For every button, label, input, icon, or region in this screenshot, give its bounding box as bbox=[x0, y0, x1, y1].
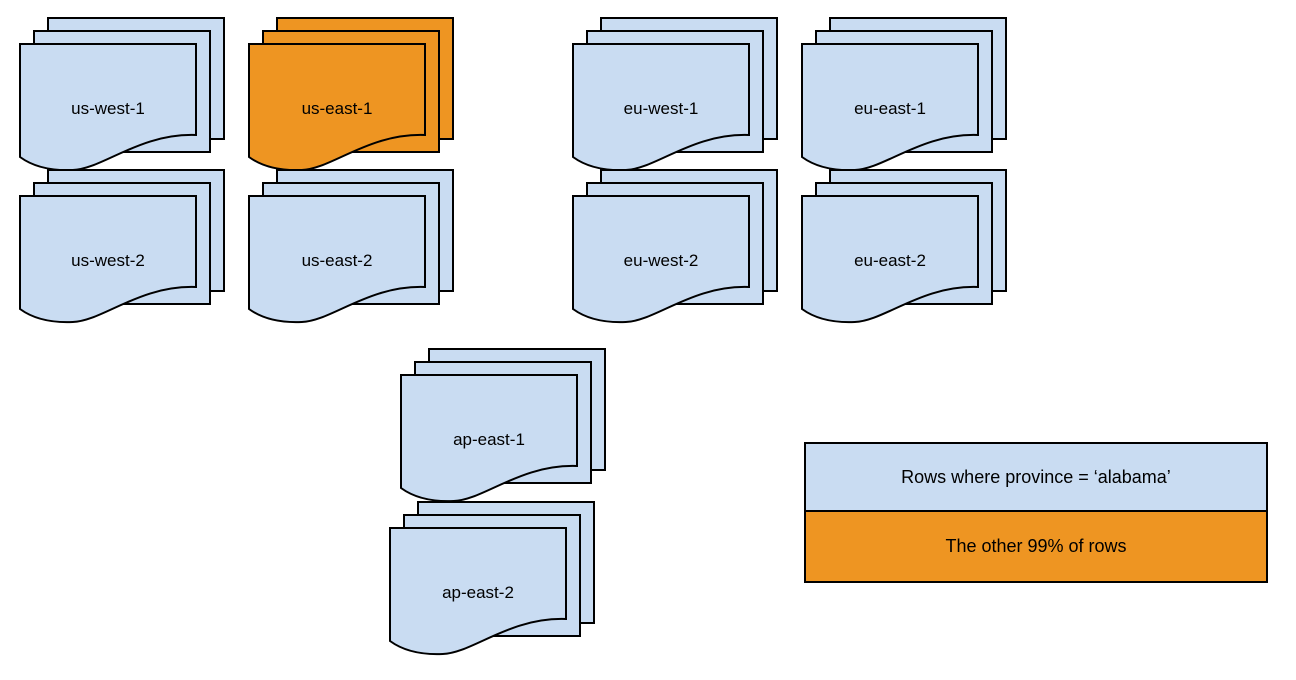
legend-row-alabama-rows: Rows where province = ‘alabama’ bbox=[806, 444, 1266, 512]
stack-shape-ap-east-1 bbox=[400, 348, 606, 503]
stack-sheet-front bbox=[19, 195, 197, 324]
stack-sheet-front bbox=[19, 43, 197, 172]
stack-sheet-front bbox=[400, 374, 578, 503]
region-stack-ap-east-2[interactable]: ap-east-2 bbox=[389, 501, 595, 661]
region-stack-us-east-2[interactable]: us-east-2 bbox=[248, 169, 454, 329]
region-stack-eu-west-1[interactable]: eu-west-1 bbox=[572, 17, 778, 177]
stack-sheet-front bbox=[801, 43, 979, 172]
stack-shape-us-west-1 bbox=[19, 17, 225, 172]
stack-shape-ap-east-2 bbox=[389, 501, 595, 656]
stack-shape-us-west-2 bbox=[19, 169, 225, 324]
stack-shape-us-east-1 bbox=[248, 17, 454, 172]
region-stack-ap-east-1[interactable]: ap-east-1 bbox=[400, 348, 606, 508]
stack-sheet-front bbox=[389, 527, 567, 656]
region-stack-us-east-1[interactable]: us-east-1 bbox=[248, 17, 454, 177]
stack-sheet-front bbox=[248, 43, 426, 172]
region-stack-us-west-2[interactable]: us-west-2 bbox=[19, 169, 225, 329]
region-stack-eu-east-1[interactable]: eu-east-1 bbox=[801, 17, 1007, 177]
stack-shape-eu-west-1 bbox=[572, 17, 778, 172]
legend: Rows where province = ‘alabama’ The other… bbox=[804, 442, 1268, 583]
legend-row-other-rows: The other 99% of rows bbox=[806, 512, 1266, 581]
stack-sheet-front bbox=[801, 195, 979, 324]
stack-shape-us-east-2 bbox=[248, 169, 454, 324]
stack-shape-eu-east-2 bbox=[801, 169, 1007, 324]
region-stack-eu-east-2[interactable]: eu-east-2 bbox=[801, 169, 1007, 329]
stack-sheet-front bbox=[248, 195, 426, 324]
stack-shape-eu-east-1 bbox=[801, 17, 1007, 172]
stack-sheet-front bbox=[572, 195, 750, 324]
legend-row-label: Rows where province = ‘alabama’ bbox=[901, 466, 1171, 487]
stack-shape-eu-west-2 bbox=[572, 169, 778, 324]
region-stack-us-west-1[interactable]: us-west-1 bbox=[19, 17, 225, 177]
legend-row-label: The other 99% of rows bbox=[945, 536, 1127, 556]
stack-sheet-front bbox=[572, 43, 750, 172]
region-stack-eu-west-2[interactable]: eu-west-2 bbox=[572, 169, 778, 329]
